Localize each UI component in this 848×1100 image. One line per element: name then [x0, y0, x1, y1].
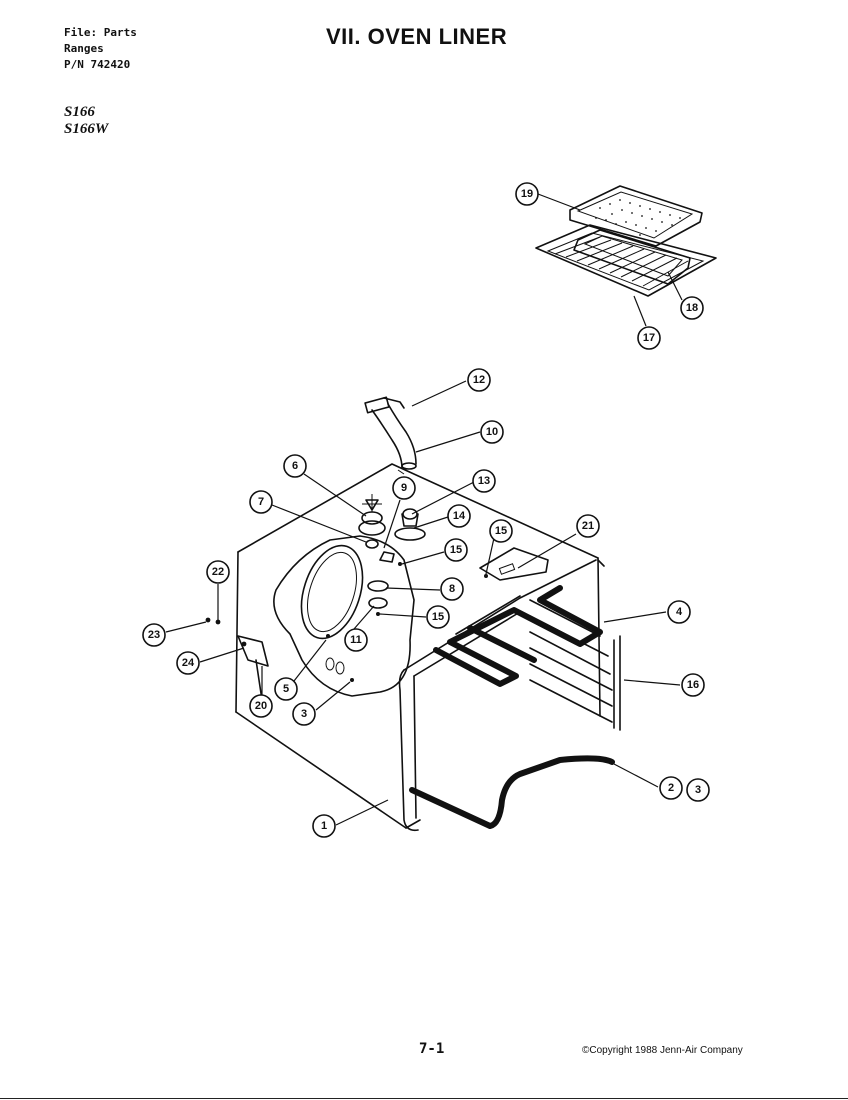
svg-text:6: 6 [292, 460, 298, 472]
svg-text:9: 9 [401, 482, 407, 494]
vent-tube-10 [364, 396, 417, 470]
svg-text:24: 24 [182, 657, 195, 669]
callout-19: 19 [515, 182, 539, 206]
callout-10: 10 [480, 420, 504, 444]
svg-text:18: 18 [686, 302, 698, 314]
model-number: S166W [64, 121, 109, 137]
side-bracket-20 [205, 617, 269, 701]
file-line: File: Parts [64, 26, 137, 39]
svg-text:13: 13 [478, 475, 490, 487]
front-frame [398, 559, 605, 832]
svg-text:2: 2 [668, 782, 674, 794]
callout-5: 5 [274, 677, 298, 701]
callout-13: 13 [472, 469, 496, 493]
vent-clip-12 [383, 397, 405, 409]
callout-24: 24 [176, 651, 200, 675]
callout-2: 2 [659, 776, 683, 800]
callout-1: 1 [312, 814, 336, 838]
bake-element-2 [409, 755, 615, 829]
callout-23: 23 [142, 623, 166, 647]
callout-11: 11 [344, 628, 368, 652]
svg-text:17: 17 [643, 332, 655, 344]
sensor-assembly [325, 494, 426, 682]
broiler-pan-18 [573, 229, 691, 285]
callout-22: 22 [206, 560, 230, 584]
svg-text:7: 7 [258, 496, 264, 508]
callout-12: 12 [467, 368, 491, 392]
callout-6: 6 [283, 454, 307, 478]
broil-element-4 [433, 585, 603, 687]
svg-text:1: 1 [321, 820, 327, 832]
callout-17: 17 [637, 326, 661, 350]
svg-text:22: 22 [212, 566, 224, 578]
callout-21: 21 [576, 514, 600, 538]
svg-text:11: 11 [350, 634, 362, 646]
file-info: File: Parts Ranges P/N 742420 [64, 25, 137, 73]
copyright-notice: ©Copyright 1988 Jenn-Air Company [582, 1045, 743, 1056]
side-wall-panel [273, 535, 415, 697]
callout-3: 3 [292, 702, 316, 726]
svg-text:21: 21 [582, 520, 594, 532]
svg-text:16: 16 [687, 679, 699, 691]
svg-text:23: 23 [148, 629, 160, 641]
callout-4: 4 [667, 600, 691, 624]
callout-14: 14 [447, 504, 471, 528]
callout-15: 15 [489, 519, 513, 543]
svg-text:5: 5 [283, 683, 289, 695]
callout-7: 7 [249, 490, 273, 514]
model-list: S166 S166W [64, 104, 108, 138]
svg-text:20: 20 [255, 700, 267, 712]
broiler-rack-17 [535, 224, 717, 297]
broiler-pan-insert-19 [569, 185, 703, 247]
page-title: VII. OVEN LINER [326, 24, 508, 49]
svg-text:3: 3 [695, 784, 701, 796]
callout-18: 18 [680, 296, 704, 320]
callout-15: 15 [426, 605, 450, 629]
page-edge-line [0, 1098, 848, 1099]
oven-liner-1 [235, 463, 601, 829]
page-number: 7-1 [419, 1041, 445, 1057]
svg-text:14: 14 [453, 510, 466, 522]
insert-slot-pattern [595, 199, 681, 236]
svg-text:8: 8 [449, 583, 455, 595]
svg-text:10: 10 [486, 426, 498, 438]
callout-9: 9 [392, 476, 416, 500]
callout-3: 3 [686, 778, 710, 802]
callout-15: 15 [444, 538, 468, 562]
callout-8: 8 [440, 577, 464, 601]
part-number-line: P/N 742420 [64, 58, 131, 71]
svg-text:19: 19 [521, 188, 533, 200]
svg-text:3: 3 [301, 708, 307, 720]
callout-20: 20 [249, 694, 273, 718]
element-bracket-21 [479, 547, 549, 581]
category-line: Ranges [64, 42, 104, 55]
svg-text:15: 15 [432, 611, 444, 623]
svg-text:15: 15 [450, 544, 462, 556]
leader-lines [165, 193, 683, 826]
model-number: S166 [64, 104, 95, 120]
callout-16: 16 [681, 673, 705, 697]
svg-text:12: 12 [473, 374, 485, 386]
svg-text:15: 15 [495, 525, 507, 537]
svg-text:4: 4 [676, 606, 683, 618]
